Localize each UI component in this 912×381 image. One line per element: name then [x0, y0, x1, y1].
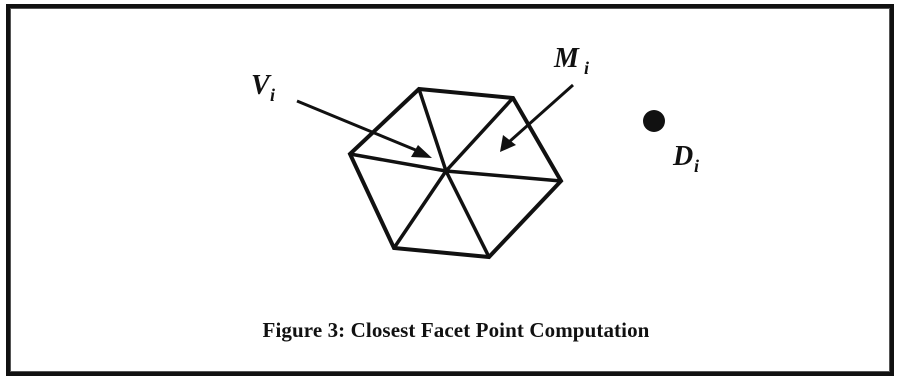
svg-text:i: i — [694, 156, 699, 176]
figure-frame — [6, 4, 894, 376]
vertex-label: V i — [251, 70, 275, 105]
spoke-3 — [444, 169, 563, 183]
spoke-5 — [392, 169, 448, 250]
spoke-1 — [417, 87, 448, 173]
spoke-4 — [444, 169, 491, 259]
facet-point-label: M i — [553, 43, 589, 78]
svg-text:M: M — [553, 43, 580, 74]
spoke-6 — [348, 152, 448, 173]
svg-text:i: i — [584, 58, 589, 78]
svg-text:i: i — [270, 85, 275, 105]
triangle-spokes — [348, 87, 563, 259]
vertex-arrowhead — [411, 145, 432, 158]
facet-point-arrowhead — [500, 135, 516, 152]
facet-point-arrow — [500, 83, 574, 152]
vertex-arrow — [296, 99, 432, 158]
data-point-dot — [643, 110, 665, 132]
data-point-label: D i — [672, 141, 699, 176]
svg-text:D: D — [672, 141, 693, 172]
svg-text:V: V — [251, 70, 272, 101]
spoke-2 — [444, 96, 515, 173]
figure-caption: Figure 3: Closest Facet Point Computatio… — [262, 318, 650, 342]
